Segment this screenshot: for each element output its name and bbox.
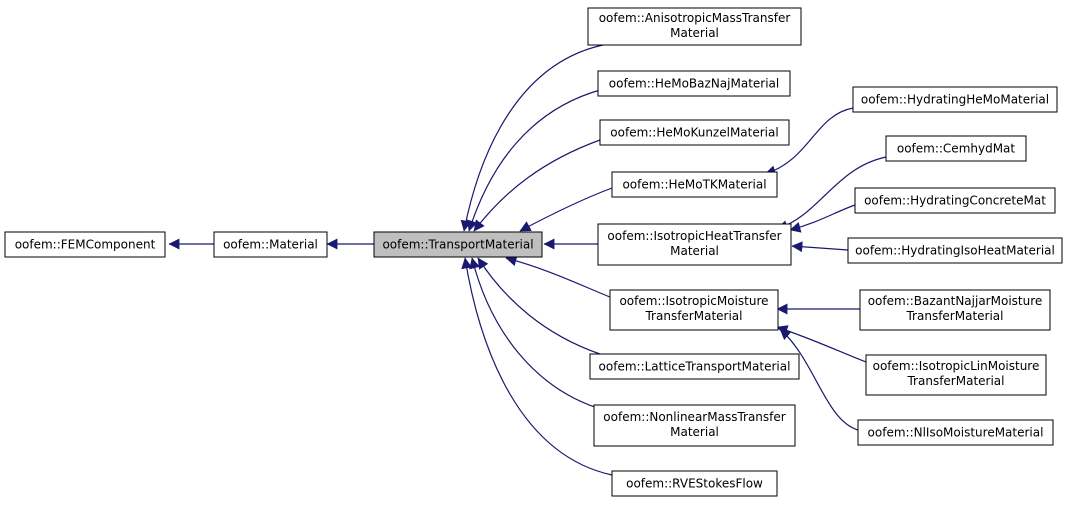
edge-rve-transport [461,257,613,476]
class-node-isotropicmoisturetransfer[interactable]: oofem::IsotropicMoisture TransferMateria… [609,289,779,331]
class-label-line1: oofem::NonlinearMassTransfer [603,410,785,424]
class-node-rvestokesflow[interactable]: oofem::RVEStokesFlow [611,470,778,497]
class-label-line2: TransferMaterial [906,374,1004,388]
class-label-line1: oofem::BazantNajjarMoisture [868,294,1043,308]
class-node-nlisomoisture[interactable]: oofem::NlIsoMoistureMaterial [857,419,1054,446]
edge-hemobaz-transport [466,89,601,232]
class-label: oofem::TransportMaterial [382,238,533,252]
class-node-bazantnajjarmoisture[interactable]: oofem::BazantNajjarMoisture TransferMate… [859,289,1051,331]
edge-hydiso-isoheat [791,241,849,253]
class-node-nonlinearmasstransfer[interactable]: oofem::NonlinearMassTransfer Material [593,404,796,447]
edge-lattice-transport [477,257,601,355]
class-node-hemokunzel[interactable]: oofem::HeMoKunzelMaterial [599,119,790,146]
class-label: oofem::FEMComponent [15,238,156,252]
class-label: oofem::HydratingHeMoMaterial [861,93,1049,107]
edge-aniso-transport [460,43,609,232]
class-label: oofem::RVEStokesFlow [626,477,763,491]
class-label: oofem::HeMoTKMaterial [622,178,766,192]
class-node-femcomponent[interactable]: oofem::FEMComponent [4,231,166,258]
class-node-hemobaznaj[interactable]: oofem::HeMoBazNajMaterial [597,70,791,97]
class-node-hydratingconcrete[interactable]: oofem::HydratingConcreteMat [854,187,1056,214]
class-label-line1: oofem::AnisotropicMassTransfer [599,11,791,25]
class-node-material[interactable]: oofem::Material [213,231,328,258]
class-node-hemotk[interactable]: oofem::HeMoTKMaterial [611,171,778,198]
class-label-line1: oofem::IsotropicHeatTransfer [607,229,781,243]
edge-hydconc-isoheat [789,204,856,233]
edge-nonlinear-transport [469,257,605,411]
class-label: oofem::HeMoKunzelMaterial [610,126,778,140]
class-label: oofem::NlIsoMoistureMaterial [868,426,1044,440]
class-node-isotropicheattransfer[interactable]: oofem::IsotropicHeatTransfer Material [597,223,792,266]
class-label: oofem::CemhydMat [897,142,1016,156]
class-node-transportmaterial-current[interactable]: oofem::TransportMaterial [373,231,543,258]
class-label-line2: Material [670,26,719,40]
inheritance-edges [168,43,887,476]
class-label: oofem::HydratingIsoHeatMaterial [855,244,1055,258]
class-label-line1: oofem::IsotropicLinMoisture [873,359,1040,373]
edge-nliso-isomoist [779,328,859,431]
class-node-latticetransport[interactable]: oofem::LatticeTransportMaterial [589,353,800,380]
class-nodes: oofem::FEMComponent oofem::Material oofe… [4,7,1063,497]
class-label: oofem::HydratingConcreteMat [864,194,1046,208]
class-node-isotropiclinmoisture[interactable]: oofem::IsotropicLinMoisture TransferMate… [865,354,1047,396]
class-node-anisotropicmasstransfer[interactable]: oofem::AnisotropicMassTransfer Material [587,7,802,46]
edge-hemotk-transport [519,187,613,232]
edge-hemokunzel-transport [473,139,601,232]
class-label-line2: TransferMaterial [905,309,1003,323]
class-label: oofem::HeMoBazNajMaterial [609,77,779,91]
class-label-line2: Material [670,425,719,439]
class-node-hydratinghemo[interactable]: oofem::HydratingHeMoMaterial [852,86,1058,113]
edge-isomoist-transport [505,255,611,298]
class-label: oofem::LatticeTransportMaterial [599,360,791,374]
class-node-hydratingisoheat[interactable]: oofem::HydratingIsoHeatMaterial [847,237,1063,264]
class-label-line2: TransferMaterial [644,309,742,323]
class-label-line2: Material [670,244,719,258]
class-label: oofem::Material [223,238,318,252]
class-label-line1: oofem::IsotropicMoisture [619,294,768,308]
edge-hydhemo-hemotk [764,107,854,177]
class-node-cemhydmat[interactable]: oofem::CemhydMat [885,135,1027,162]
